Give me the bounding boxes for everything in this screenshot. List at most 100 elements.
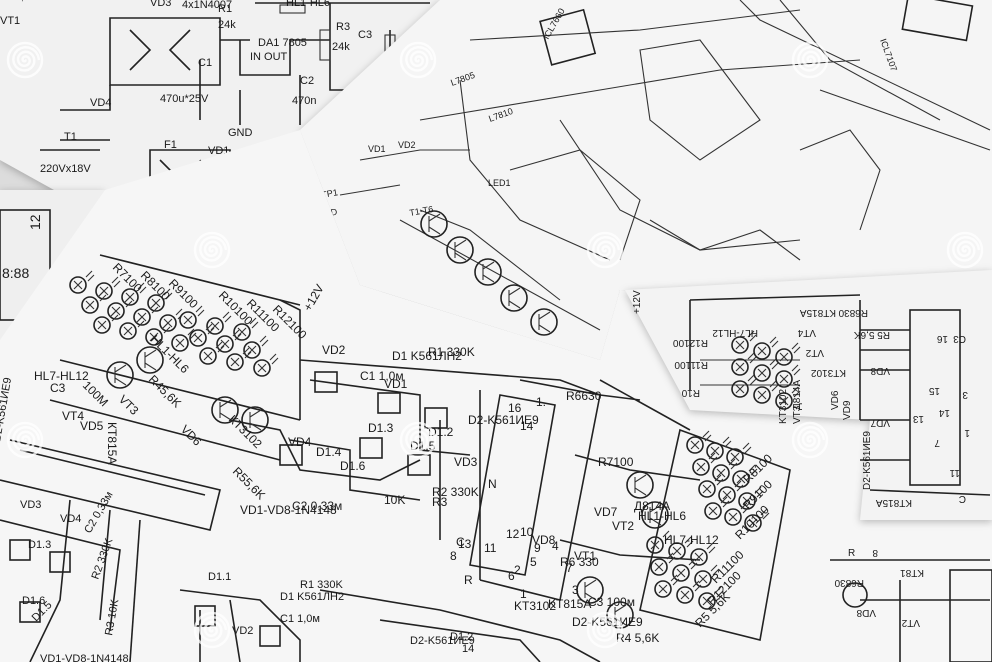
schematic-label: D1.6	[22, 595, 45, 607]
schematic-label: 10	[520, 525, 534, 539]
schematic-label: C3 100м	[588, 595, 635, 609]
schematic-label: 11	[949, 467, 960, 478]
schematic-label: 24k	[332, 41, 350, 53]
schematic-label: VT2	[805, 347, 824, 358]
schematic-label: 12	[27, 214, 43, 230]
spiral-watermark-icon	[399, 421, 437, 459]
schematic-label: VD1-VD8-1N4148	[40, 653, 129, 662]
led-symbol	[226, 347, 252, 371]
schematic-label: KT3102	[514, 599, 556, 613]
spiral-watermark-icon	[193, 231, 231, 269]
schematic-label: R	[848, 548, 855, 559]
spiral-watermark-icon	[6, 41, 984, 649]
schematic-label: 2	[514, 563, 521, 577]
schematic-label: R	[464, 573, 473, 587]
schematic-label: 1	[520, 587, 527, 601]
schematic-label: 15	[928, 385, 940, 396]
schematic-label: D1.4	[316, 445, 342, 459]
led-symbol	[724, 502, 750, 526]
schematic-label: R5 5,6K	[0, 0, 36, 3]
schematic-label: LED1	[488, 178, 511, 188]
schematic-label: VD5	[80, 419, 104, 433]
led-symbol	[694, 564, 720, 588]
schematic-label: VD8	[856, 607, 876, 618]
right-sheet-wires	[689, 294, 991, 496]
schematic-label: 16	[0, 0, 12, 3]
led-symbol	[81, 290, 107, 314]
schematic-label: VD1	[368, 144, 386, 154]
schematic-label: T1-T6	[409, 204, 434, 218]
schematic-label: N	[488, 477, 497, 491]
schematic-label: 220Vx18V	[40, 163, 91, 175]
schematic-label: GND	[228, 127, 253, 139]
schematic-label: KT815A	[800, 307, 836, 318]
schematic-label: R3	[432, 495, 448, 509]
schematic-label: C2	[300, 75, 314, 87]
led-symbol	[199, 341, 225, 365]
led-symbol	[692, 452, 718, 476]
right-led-array	[731, 330, 801, 410]
led-symbol	[206, 311, 232, 335]
schematic-label: VD1-VD8-1N4148	[240, 503, 337, 517]
schematic-label: 24k	[218, 19, 236, 31]
led-symbol	[753, 358, 779, 382]
schematic-label: VT1	[0, 15, 20, 27]
schematic-label: 14	[520, 419, 534, 433]
schematic-label: C3	[953, 333, 966, 344]
spiral-watermark-icon	[193, 611, 231, 649]
led-symbol	[646, 530, 672, 554]
schematic-label: R5 5,6K	[854, 329, 890, 340]
schematic-label: 470n	[292, 95, 316, 107]
transistor-symbol	[241, 406, 269, 434]
schematic-label: R6830	[838, 307, 868, 318]
schematic-label: KT815A	[548, 597, 591, 611]
schematic-label: HL7-HL12	[664, 533, 719, 547]
schematic-label: Д814А	[634, 499, 670, 513]
top-right-transistors	[420, 210, 558, 336]
schematic-label: C3	[358, 29, 372, 41]
schematic-label: D1.1	[208, 571, 231, 583]
schematic-label: R6630	[566, 389, 602, 403]
schematic-label: VD4	[90, 97, 111, 109]
schematic-label: VD4	[288, 435, 312, 449]
schematic-label: VD3	[150, 0, 171, 9]
led-symbol	[233, 317, 259, 341]
schematic-label: R6 330	[560, 555, 599, 569]
logic-gate-symbol	[314, 371, 338, 393]
schematic-label: 7	[934, 437, 940, 448]
schematic-label: VD9	[842, 400, 853, 420]
schematic-label: HL7-HL12	[34, 369, 89, 383]
schematic-label: 18k	[0, 0, 18, 3]
schematic-label: VT2	[612, 519, 634, 533]
schematic-label: D1.2	[450, 631, 473, 643]
led-symbol	[243, 335, 269, 359]
transistor-symbol	[106, 361, 134, 389]
schematic-label: Д814А	[792, 380, 803, 410]
schematic-label: 5	[530, 555, 537, 569]
schematic-label: VD7	[594, 505, 618, 519]
transistor-symbol	[420, 210, 448, 238]
schematic-label: 1.	[536, 395, 546, 409]
schematic-label: VT4	[797, 327, 816, 338]
schematic-label: HL1-HL6	[638, 509, 686, 523]
schematic-label: VD8	[532, 533, 556, 547]
spiral-watermark-icon	[6, 421, 44, 459]
led-symbol	[668, 536, 694, 560]
led-symbol	[654, 574, 680, 598]
schematic-label: VD2	[232, 625, 253, 637]
logic-gate-symbol	[9, 539, 31, 561]
spiral-watermark-icon	[791, 421, 829, 459]
transistor-symbol	[136, 346, 164, 374]
logic-gate-symbol	[19, 601, 41, 623]
transistor-symbol	[530, 308, 558, 336]
schematic-label: D1 K561ЛН2	[392, 349, 462, 363]
schematic-label: D1.3	[28, 539, 51, 551]
led-symbol	[650, 552, 676, 576]
schematic-label: 7	[566, 561, 573, 575]
schematic-label: 470u*25V	[160, 93, 209, 105]
spiral-watermark-icon	[791, 41, 829, 79]
led-symbol	[753, 336, 779, 360]
transistor-symbol	[641, 501, 669, 529]
